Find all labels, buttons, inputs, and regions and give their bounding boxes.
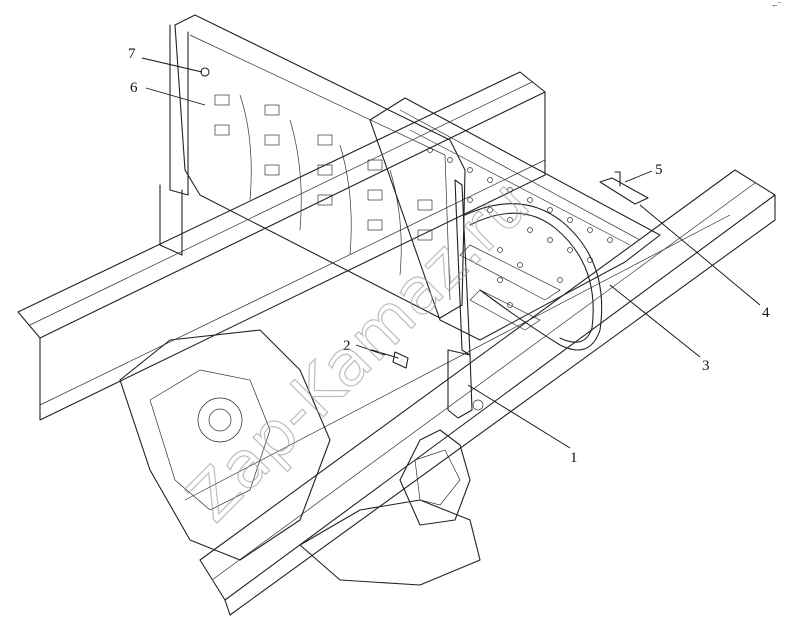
callout-6: 6 xyxy=(130,80,138,96)
leader-5 xyxy=(624,170,653,183)
leader-1 xyxy=(467,384,571,449)
callout-1: 1 xyxy=(570,450,578,466)
leader-7 xyxy=(141,57,203,73)
plate-perforations xyxy=(427,147,613,308)
platform-plate xyxy=(369,97,661,341)
lower-assembly xyxy=(119,329,481,586)
callout-3: 3 xyxy=(702,358,710,374)
callout-7: 7 xyxy=(128,46,136,62)
corner-mark: ⌐‾ xyxy=(772,2,782,10)
callout-2: 2 xyxy=(343,338,351,354)
leader-2 xyxy=(355,344,386,356)
leader-lines xyxy=(141,57,761,449)
panel-cutouts xyxy=(214,94,433,241)
nut xyxy=(200,67,210,77)
callout-5: 5 xyxy=(655,162,663,178)
leader-6 xyxy=(145,87,206,106)
bolt xyxy=(371,349,409,369)
clip xyxy=(599,171,649,205)
back-panel xyxy=(159,14,466,319)
vertical-bracket xyxy=(447,179,484,419)
watermark-text: Zap-Kamaz.ru xyxy=(174,166,544,536)
handrail xyxy=(464,203,603,351)
callout-labels: 1 2 3 4 5 6 7 xyxy=(128,46,770,466)
callout-4: 4 xyxy=(762,305,770,321)
leader-4 xyxy=(639,204,761,306)
leader-3 xyxy=(609,284,701,358)
